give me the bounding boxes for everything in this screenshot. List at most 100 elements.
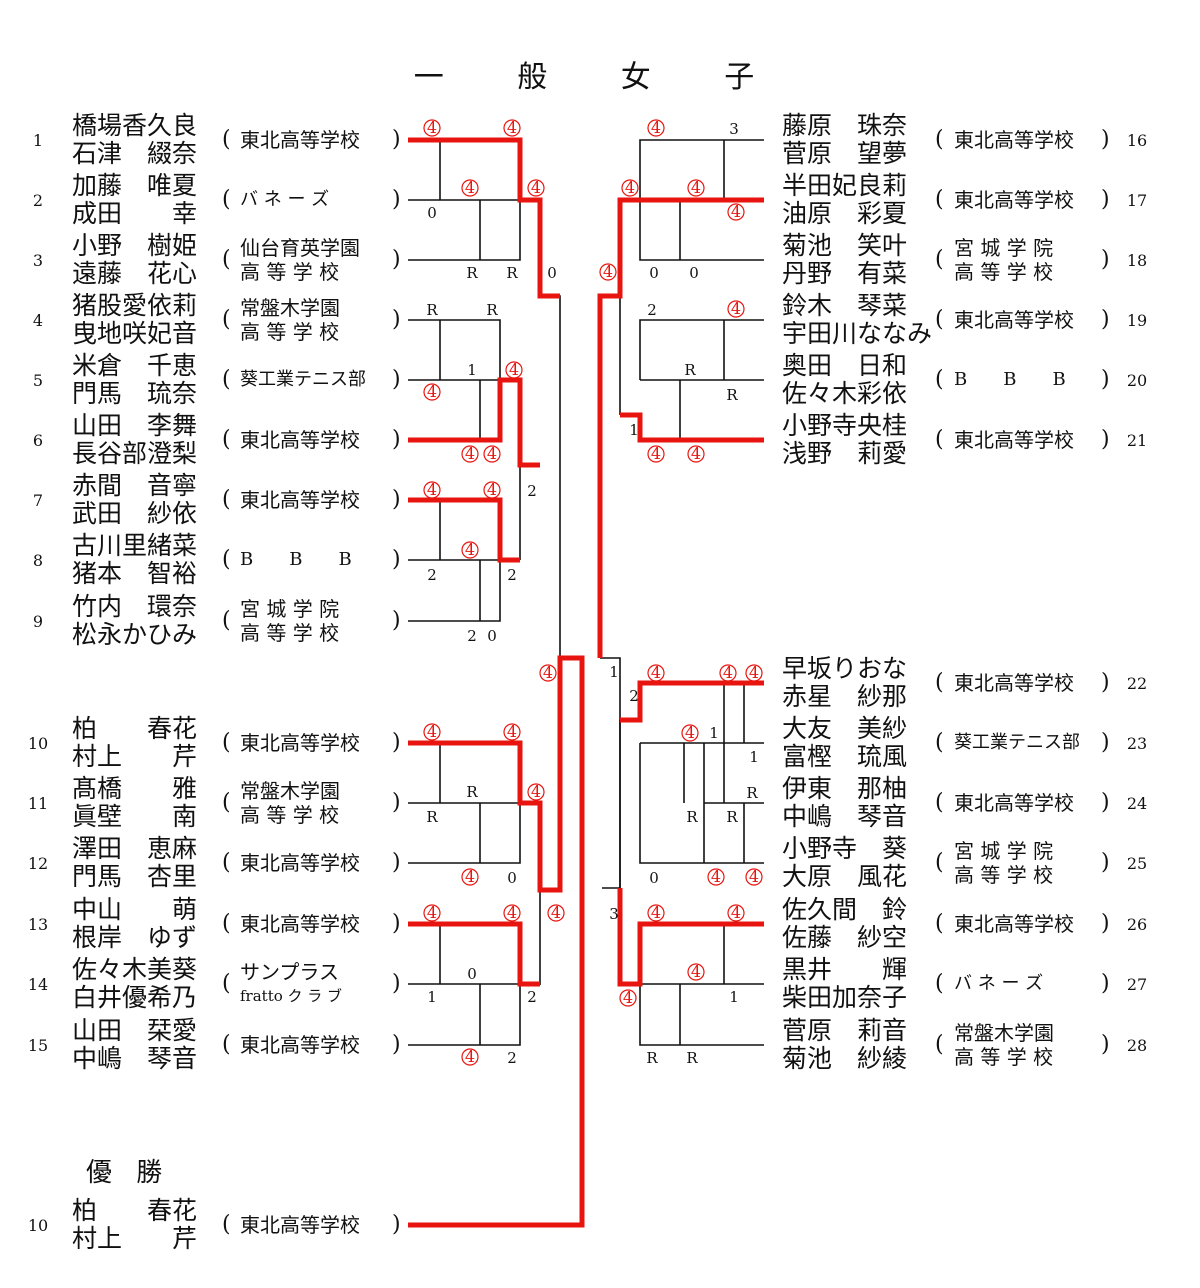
score-label: 1 <box>629 421 639 439</box>
score-label: R <box>684 361 696 379</box>
score-label: 3 <box>729 120 739 138</box>
winner-path <box>617 888 764 987</box>
bracket-line <box>639 984 764 1046</box>
school-name: B B B <box>240 549 352 570</box>
school-name: 常盤木学園 高 等 学 校 <box>954 1021 1054 1069</box>
score-circle <box>727 203 745 221</box>
paren-close: ) <box>1101 730 1110 755</box>
paren-close: ) <box>392 367 401 392</box>
player-name-2: 松永かひみ <box>72 620 198 649</box>
player-name-1: 奥田 日和 <box>782 351 908 380</box>
score-label: 2 <box>527 482 537 500</box>
score-label: R <box>506 264 518 282</box>
winner-path <box>620 412 764 443</box>
score-circle <box>461 445 479 463</box>
paren-open: ( <box>935 1032 944 1057</box>
seed-number: 22 <box>1126 674 1148 693</box>
score-circle <box>461 179 479 197</box>
player-name-1: 髙橋 雅 <box>72 774 198 803</box>
paren-close: ) <box>392 850 401 875</box>
player-name-1: 山田 李舞 <box>72 411 198 440</box>
score-circle <box>647 445 665 463</box>
winner-path <box>408 497 520 563</box>
player-name-2: 眞壁 南 <box>72 802 198 831</box>
score-label: 1 <box>749 748 759 766</box>
paren-open: ( <box>222 127 231 152</box>
score-4: 4 <box>465 1047 475 1066</box>
score-circle <box>539 664 557 682</box>
paren-open: ( <box>935 187 944 212</box>
score-4: 4 <box>427 903 437 922</box>
score-4: 4 <box>651 663 661 682</box>
player-name-1: 鈴木 琴菜 <box>782 291 908 320</box>
score-label: 1 <box>709 724 719 742</box>
score-label: 2 <box>647 301 657 319</box>
player-name-1: 中山 萌 <box>72 895 198 924</box>
paren-open: ( <box>935 367 944 392</box>
player-name-2: 柴田加奈子 <box>782 983 908 1012</box>
bracket-line <box>408 983 521 1046</box>
paren-open: ( <box>935 307 944 332</box>
player-name-2: 白井優希乃 <box>72 983 198 1012</box>
score-circle <box>727 904 745 922</box>
score-4: 4 <box>731 903 741 922</box>
paren-open: ( <box>935 670 944 695</box>
score-circle <box>707 868 725 886</box>
player-name-2: 丹野 有菜 <box>782 259 908 288</box>
player-name-2: 門馬 杏里 <box>72 862 198 891</box>
score-circle <box>461 1048 479 1066</box>
score-circle <box>503 119 521 137</box>
paren-close: ) <box>1101 187 1110 212</box>
score-4: 4 <box>551 903 561 922</box>
player-name-1: 澤田 恵麻 <box>72 834 198 863</box>
paren-open: ( <box>935 247 944 272</box>
player-name-2: 門馬 琉奈 <box>72 379 198 408</box>
paren-open: ( <box>222 730 231 755</box>
champion-school: 東北高等学校 <box>240 1213 360 1237</box>
score-4: 4 <box>691 444 701 463</box>
score-label: R <box>646 1049 658 1067</box>
score-label: 1 <box>427 988 437 1006</box>
player-name-1: 竹内 環奈 <box>72 592 198 621</box>
score-circle <box>423 904 441 922</box>
school-name: 東北高等学校 <box>954 128 1074 152</box>
seed-number: 6 <box>32 431 44 450</box>
player-name-2: 曳地咲妃音 <box>72 319 198 348</box>
paren-close: ) <box>1101 127 1110 152</box>
paren-open: ( <box>222 911 231 936</box>
score-label: 2 <box>467 627 477 645</box>
score-circle <box>745 664 763 682</box>
player-name-2: 猪本 智裕 <box>72 559 198 588</box>
seed-number: 17 <box>1126 191 1148 210</box>
page-title: 一 般 女 子 <box>413 60 787 95</box>
score-circle <box>423 383 441 401</box>
school-name: 常盤木学園 高 等 学 校 <box>240 296 340 344</box>
paren-open: ( <box>222 850 231 875</box>
school-name: 東北高等学校 <box>240 912 360 936</box>
champion-name-1: 柏 春花 <box>72 1196 198 1225</box>
score-circle <box>647 119 665 137</box>
score-label: 0 <box>649 869 659 887</box>
paren-open: ( <box>935 127 944 152</box>
score-circle <box>527 783 545 801</box>
score-label: 2 <box>427 566 437 584</box>
player-name-1: 山田 栞愛 <box>72 1016 198 1045</box>
seed-number: 20 <box>1126 371 1148 390</box>
player-name-1: 猪股愛依莉 <box>72 291 198 320</box>
school-name: 東北高等学校 <box>954 671 1074 695</box>
score-circle <box>719 664 737 682</box>
paren-open: ( <box>935 911 944 936</box>
paren-close: ) <box>1101 367 1110 392</box>
score-circle <box>483 445 501 463</box>
player-name-2: 油原 彩夏 <box>782 199 908 228</box>
paren-close: ) <box>1101 1032 1110 1057</box>
score-4: 4 <box>651 118 661 137</box>
score-circle <box>647 904 665 922</box>
player-name-2: 石津 綴奈 <box>72 139 198 168</box>
player-name-2: 村上 芹 <box>72 742 198 771</box>
player-name-1: 黒井 輝 <box>782 955 908 984</box>
score-4: 4 <box>427 480 437 499</box>
player-name-2: 長谷部澄梨 <box>72 439 198 468</box>
score-circle <box>619 989 637 1007</box>
